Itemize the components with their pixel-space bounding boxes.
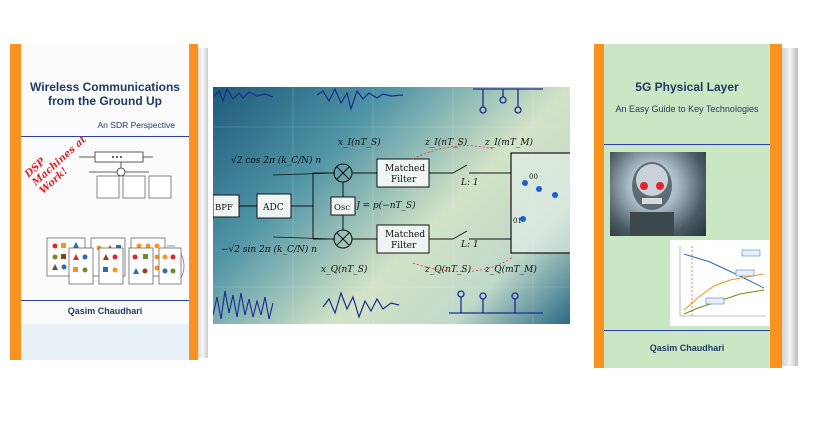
robot-photo (610, 152, 706, 236)
constellation-point (522, 180, 528, 186)
zq-label: z_Q(nT_S) (424, 264, 472, 275)
book-author: Qasim Chaudhari (649, 343, 725, 353)
chart-thumbnail-svg (679, 246, 766, 317)
filter-bottom-label: Matched (385, 230, 425, 240)
xi-label: x_I(nT_S) (338, 137, 381, 148)
constellation-box (510, 152, 570, 254)
book-subtitle: An SDR Perspective (97, 120, 175, 130)
constellation-point (520, 216, 526, 222)
book-front-cover: Wireless Communications from the Ground … (21, 44, 190, 360)
book-cover-wireless-communications: Wireless Communications from the Ground … (10, 44, 210, 364)
symbol-00-label: 00 (529, 173, 538, 181)
top-waveform (316, 87, 404, 112)
decimation-top-label: L: 1 (460, 178, 479, 188)
matched-filter-bottom (376, 224, 430, 254)
cover-divider (21, 300, 189, 301)
cover-footer-band (21, 324, 189, 360)
book-title: 5G Physical Layer (635, 80, 739, 94)
robot-skull-image (630, 162, 674, 236)
cover-edge-strip (594, 44, 604, 368)
book-subtitle: An Easy Guide to Key Technologies (615, 104, 759, 114)
filter-top-label: Matched (385, 164, 425, 174)
symbol-01-label: 01 (513, 217, 522, 225)
bottom-waveform (322, 291, 400, 319)
impulse-response-label: h[n] = p(−nT_S) (341, 200, 416, 211)
cover-divider (604, 144, 770, 145)
zi-label: z_I(nT_S) (424, 137, 468, 148)
book-author: Qasim Chaudhari (67, 306, 143, 316)
constellation-point (536, 186, 542, 192)
cover-divider (21, 136, 189, 137)
filter-top-label: Filter (391, 175, 417, 185)
dsp-grid-row-illustration (68, 247, 185, 285)
decimation-bottom-label: L: 1 (460, 240, 479, 250)
constellation-point (552, 192, 558, 198)
zq-m-label: z_Q(mT_M) (484, 264, 537, 275)
top-waveform (213, 87, 274, 103)
adc-label: ADC (262, 203, 284, 213)
cover-edge-strip (189, 44, 198, 360)
osc-label: Osc (334, 203, 350, 213)
book-spine (10, 44, 21, 360)
bottom-waveform (213, 290, 274, 320)
book-cover-5g-physical-layer: 5G Physical Layer An Easy Guide to Key T… (594, 44, 808, 374)
cover-edge-strip (770, 44, 782, 368)
cos-term-label: √2 cos 2π (k_C/N) n (231, 155, 321, 166)
xq-label: x_Q(nT_S) (321, 264, 368, 275)
sdr-receiver-block-diagram-image: x_I(nT_S) z_I(nT_S) z_I(mT_M) √2 cos 2π … (213, 87, 570, 324)
bpf-label: BPF (215, 203, 233, 213)
receiver-diagram-svg: x_I(nT_S) z_I(nT_S) z_I(mT_M) √2 cos 2π … (213, 87, 570, 324)
book-pages-edge (782, 48, 798, 366)
zi-m-label: z_I(mT_M) (484, 137, 534, 148)
performance-chart-thumbnail (670, 240, 770, 326)
cover-divider (604, 330, 770, 331)
book-pages-edge (198, 48, 208, 358)
sin-term-label: −√2 sin 2π (k_C/N) n (221, 244, 317, 255)
book-title: Wireless Communications from the Ground … (30, 80, 180, 108)
filter-bottom-label: Filter (391, 241, 417, 251)
